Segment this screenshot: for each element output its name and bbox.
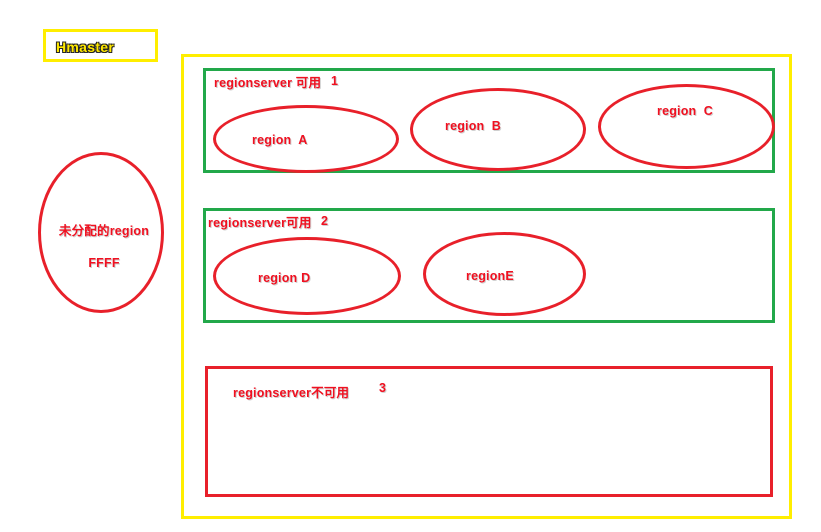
- hmaster-label: Hmaster: [56, 39, 115, 56]
- region-d-label: region D: [258, 271, 311, 285]
- unassigned-region-ellipse[interactable]: 未分配的region FFFF: [38, 152, 164, 313]
- region-b-ellipse[interactable]: region B: [410, 88, 586, 171]
- region-c-label: region C: [657, 104, 713, 118]
- region-b-label: region B: [445, 119, 501, 133]
- region-a-label: region A: [252, 133, 308, 147]
- region-d-ellipse[interactable]: region D: [213, 237, 401, 315]
- regionserver-group-2[interactable]: regionserver可用 2: [203, 208, 775, 323]
- hmaster-node[interactable]: Hmaster: [43, 29, 158, 62]
- cluster-container: [181, 54, 792, 519]
- regionserver-group-3-label: regionserver不可用: [233, 386, 350, 400]
- region-e-label: regionE: [466, 269, 514, 283]
- unassigned-region-label-line2: FFFF: [88, 256, 120, 270]
- region-a-ellipse[interactable]: region A: [213, 105, 399, 173]
- regionserver-group-3-index: 3: [379, 381, 387, 395]
- unassigned-region-label-line1: 未分配的region: [58, 224, 150, 238]
- regionserver-group-3[interactable]: regionserver不可用 3: [205, 366, 773, 497]
- regionserver-group-2-label: regionserver可用: [208, 216, 312, 230]
- region-e-ellipse[interactable]: regionE: [423, 232, 586, 316]
- region-c-ellipse[interactable]: region C: [598, 84, 775, 169]
- regionserver-group-2-index: 2: [321, 214, 329, 228]
- regionserver-group-1-label: regionserver 可用: [214, 76, 322, 90]
- regionserver-group-1-index: 1: [331, 74, 339, 88]
